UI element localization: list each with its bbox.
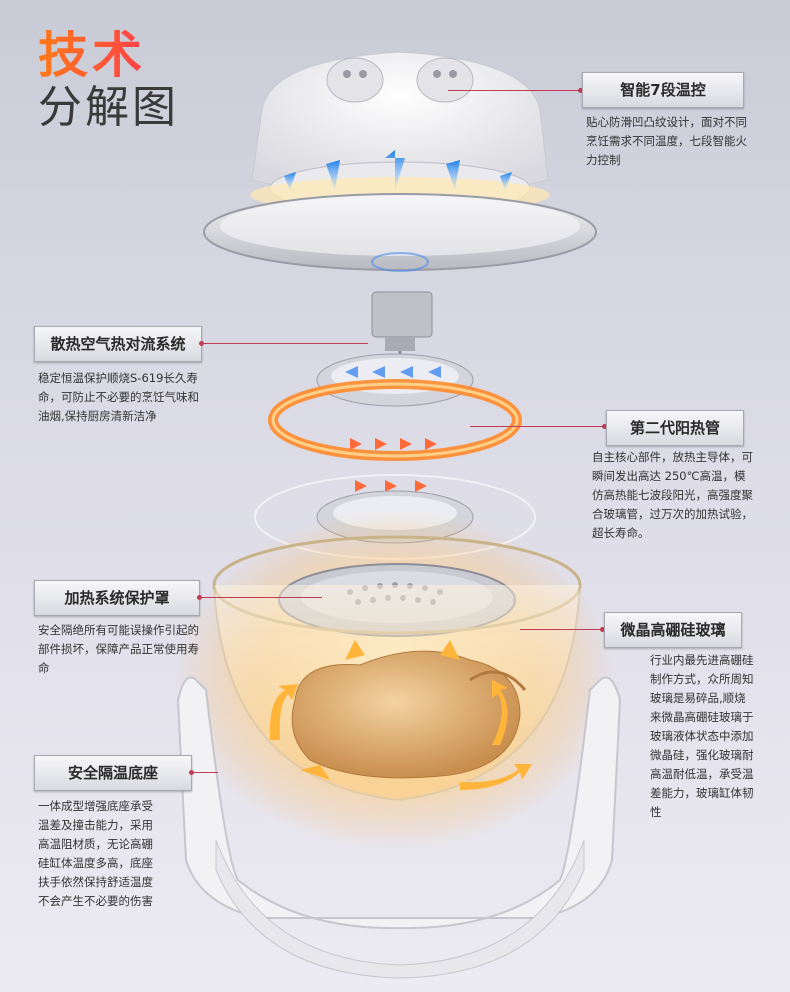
label-convection: 散热空气热对流系统 bbox=[34, 326, 202, 362]
title-line-1: 技术 bbox=[38, 30, 179, 80]
temperature-knob-icon bbox=[326, 57, 474, 103]
leader-line-base bbox=[189, 770, 218, 775]
desc-temp-control: 贴心防滑凹凸纹设计，面对不同烹饪需求不同温度，七段智能火力控制 bbox=[586, 115, 747, 167]
leader-line-convection bbox=[199, 341, 368, 346]
insulated-base bbox=[176, 676, 622, 979]
roast-chicken bbox=[291, 650, 527, 779]
label-base: 安全隔温底座 bbox=[34, 755, 192, 791]
page-title: 技术 分解图 bbox=[38, 30, 179, 130]
heating-tube bbox=[268, 379, 522, 492]
desc-convection: 稳定恒温保护顺烧S-619长久寿命，可防止不必要的烹饪气味和油烟,保持厨房清新洁… bbox=[38, 371, 199, 423]
leader-line-cover bbox=[197, 595, 322, 600]
heat-circulation-arrow-icons bbox=[269, 640, 532, 790]
label-temp-control: 智能7段温控 bbox=[582, 72, 744, 108]
desc-base: 一体成型增强底座承受温差及撞击能力，采用高温阻材质，无论高硼硅缸体温度多高，底座… bbox=[38, 799, 153, 908]
label-heating-tube: 第二代阳热管 bbox=[606, 410, 744, 446]
desc-glass: 行业内最先进高硼硅制作方式，众所周知玻璃是易碎品,顺烧来微晶高硼硅玻璃于玻璃液体… bbox=[650, 653, 754, 819]
desc-heating-tube: 自主核心部件，放热主导体，可瞬间发出高达 250℃高温，模仿高热能七波段阳光，高… bbox=[592, 450, 753, 540]
airflow-up-arrow-icons bbox=[284, 150, 512, 190]
title-line-2: 分解图 bbox=[38, 82, 179, 133]
motor bbox=[371, 291, 433, 370]
label-glass: 微晶高硼硅玻璃 bbox=[604, 612, 742, 648]
label-cover: 加热系统保护罩 bbox=[34, 580, 200, 616]
leader-line-temp-control bbox=[448, 88, 583, 93]
leader-line-heating-tube bbox=[470, 424, 607, 429]
leader-line-glass bbox=[520, 627, 605, 632]
desc-cover: 安全隔绝所有可能误操作引起的部件损坏，保障产品正常使用寿命 bbox=[38, 623, 199, 675]
top-glass-plate bbox=[203, 193, 597, 272]
